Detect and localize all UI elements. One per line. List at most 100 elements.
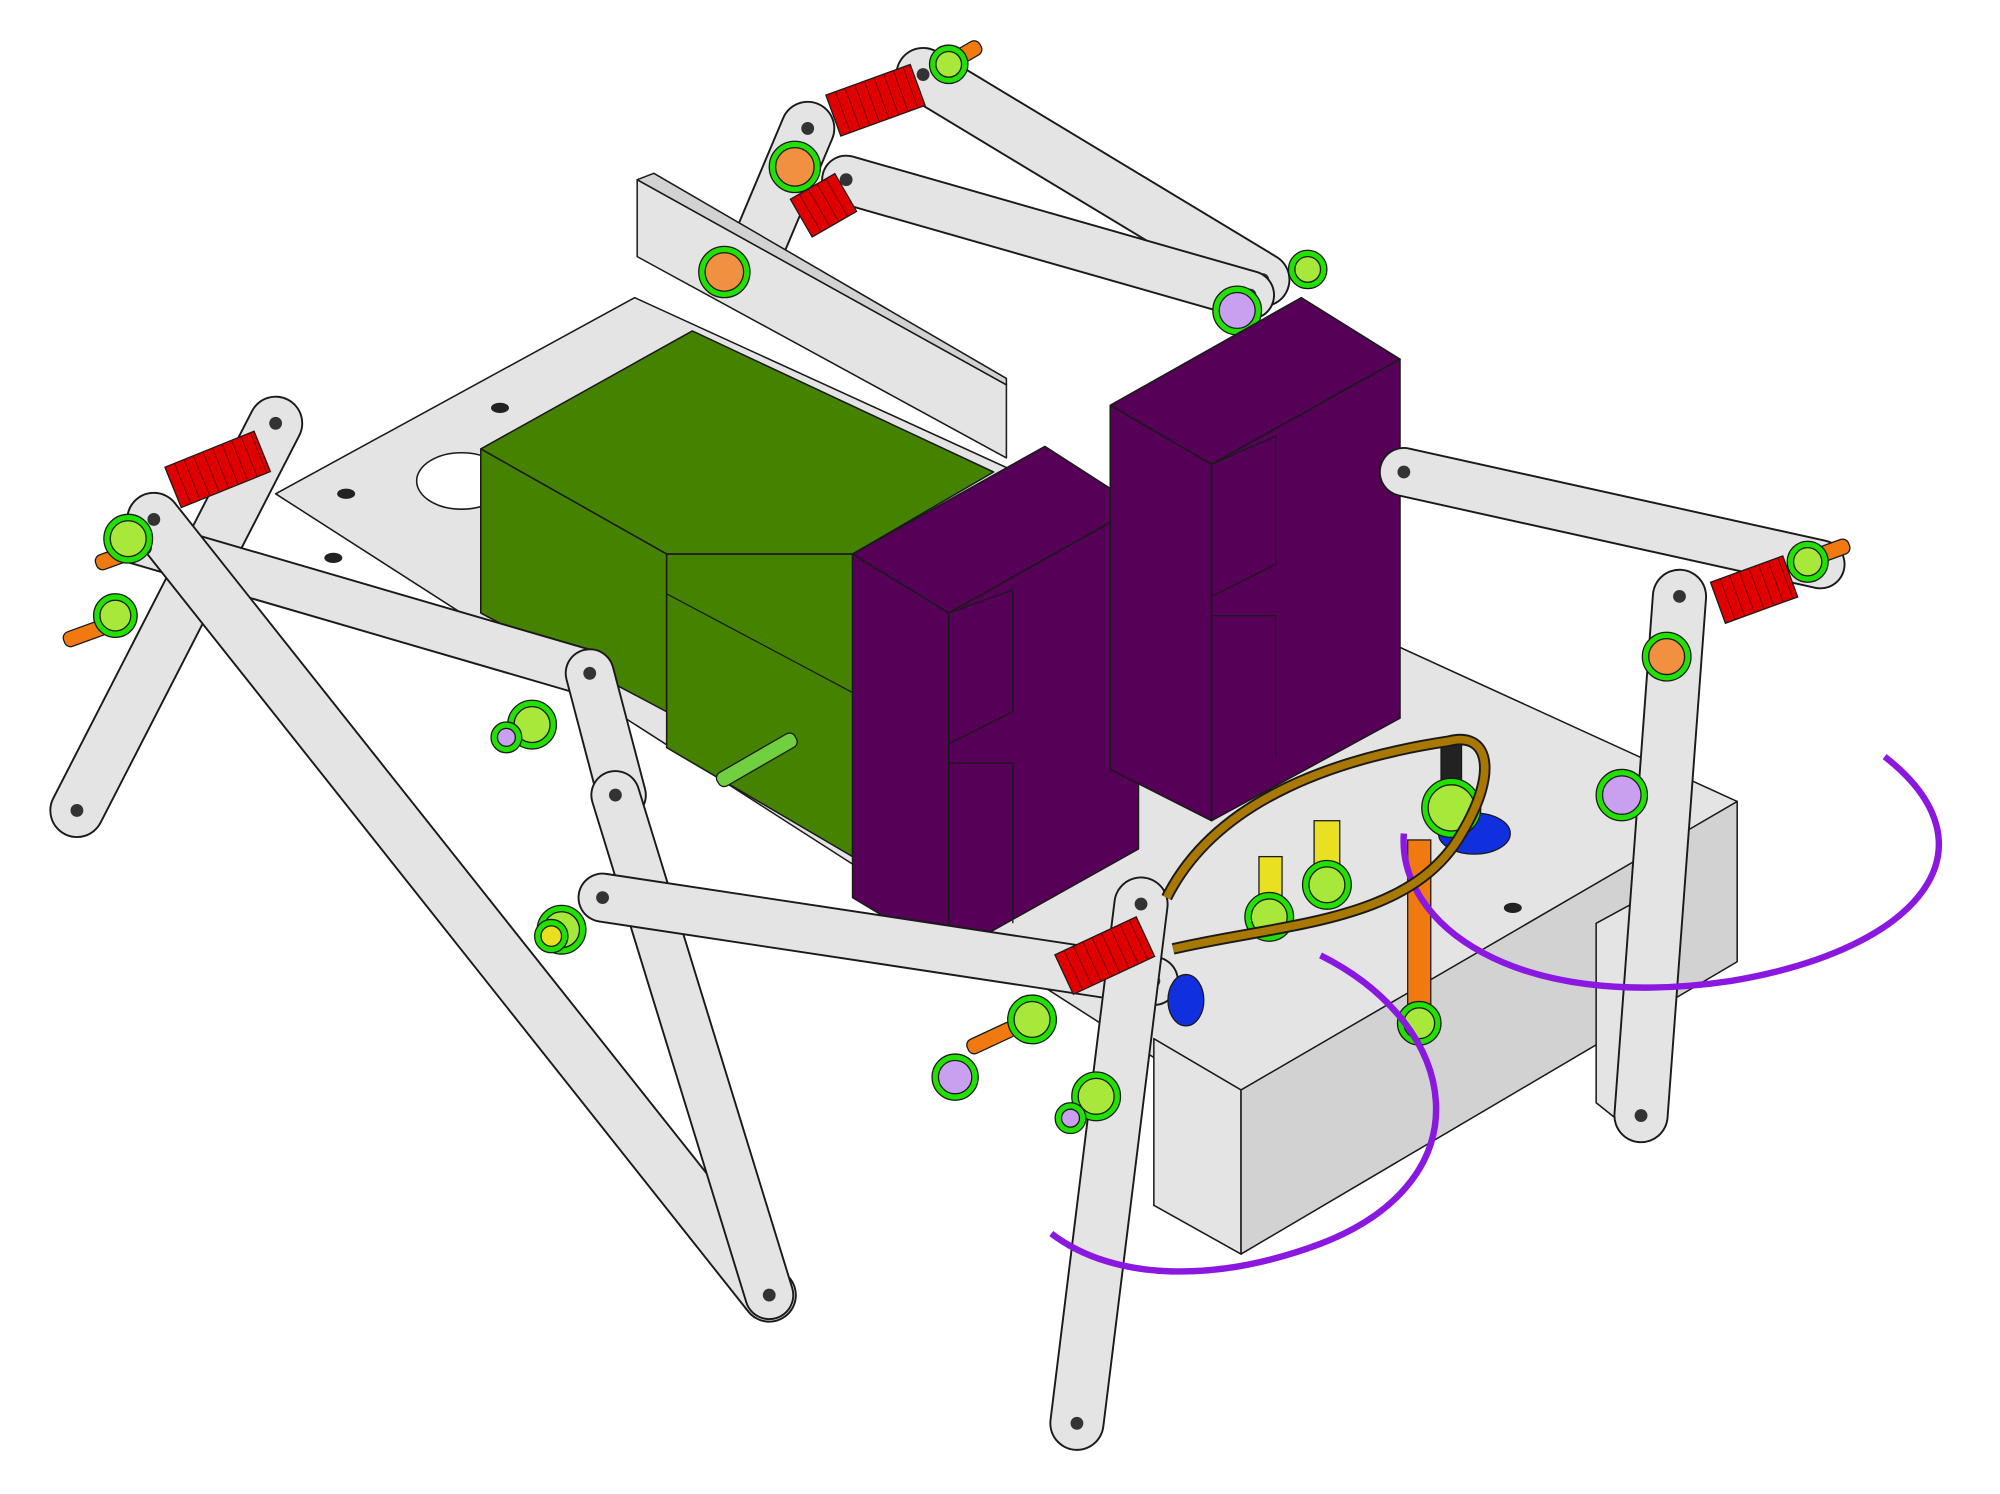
spacer-groove [183,459,201,501]
hole [70,804,84,817]
hole [596,891,609,905]
mount-hole [324,552,343,564]
spacer-groove [798,193,822,233]
nut [1294,255,1322,283]
front-parts [49,395,1943,1451]
screw-head [1601,775,1642,815]
hole [608,788,622,802]
red-spacer [825,63,926,137]
spacer-groove [854,84,871,126]
spacer-groove [250,432,268,474]
hole [839,173,853,187]
spacer-groove [892,70,909,112]
nut [1308,866,1346,904]
purple-servo-1-front [851,553,950,957]
right-back-link [1378,447,1846,590]
spacer-groove [902,66,919,109]
screw-head [937,1059,973,1095]
purple-wire [1049,952,1440,1275]
front-right-leg [1049,876,1169,1451]
spacer-groove [825,178,849,217]
hole [801,122,815,135]
spacer-groove [807,188,831,228]
nut [109,520,147,558]
spacer-groove [844,87,861,130]
screw-head [1648,638,1686,676]
back-upright-plate-edge [636,172,1008,386]
hole [1134,897,1148,911]
red-spacer [1709,555,1799,625]
spacer-groove [211,447,230,489]
nut [1792,547,1823,577]
hole [762,1288,776,1302]
pin-end [1060,1108,1081,1128]
spacer-groove [873,77,890,119]
green-servo-seam [666,593,853,694]
screw-head [1218,291,1256,330]
right-leg [1613,568,1708,1144]
mount-hole [337,488,356,499]
green-servo-side [665,553,854,858]
servos [480,296,1401,957]
purple-servo-2-side [1210,358,1401,822]
spacer-groove [816,183,840,222]
hole [916,68,930,81]
spacer-groove [1128,919,1149,960]
spacer-groove [835,91,851,133]
spacer-groove [1729,575,1746,617]
purple-servo-2-detail [1210,435,1277,757]
pin [715,732,798,788]
mount-hole [491,402,509,414]
spacer-groove [883,73,900,116]
spacer-groove [1100,932,1121,973]
left-front-leg-upper [49,395,304,839]
back-middle-link [821,154,1275,321]
hole [1634,1109,1648,1122]
spacer-groove [1758,564,1775,606]
purple-servo-1-side [947,505,1140,957]
hole [269,416,283,430]
spacer-groove [1719,578,1736,620]
spacer-groove [1091,937,1111,978]
mount-hole [1503,902,1522,914]
spacer-groove [1738,571,1755,613]
spacer-groove [173,463,192,504]
spacer [825,63,926,137]
nut [1013,1000,1051,1039]
spacer [164,430,272,509]
nut [1077,1077,1115,1115]
spacer-groove [1119,924,1139,965]
spacer [789,172,858,238]
spacer-groove [1073,945,1093,986]
pin-end [496,727,517,748]
pin-shaft [715,732,798,788]
nut [99,599,132,632]
spacer-groove [221,443,239,485]
hole [147,513,161,526]
hole [1673,589,1686,603]
spacer [1054,916,1156,996]
hole [583,666,597,680]
spacer-groove [1063,950,1084,991]
purple-servo-2-front [1109,404,1213,822]
red-spacer [789,172,858,238]
nut [935,50,963,78]
purple-wire [1400,754,1943,991]
brown-wire [1163,735,1489,953]
pin-end [540,925,563,948]
purple-servo-1-detail [948,589,1014,924]
back-parts [728,40,1328,336]
spacer-groove [1777,557,1794,599]
screw-head [775,147,815,187]
blue-washer [1167,973,1205,1027]
spacer-groove [1082,941,1102,982]
spacer-groove [863,80,880,123]
spacer-groove [240,436,258,478]
red-spacer [164,430,272,509]
spacer-groove [202,451,220,493]
spacer-groove [231,440,249,481]
screw-head [704,252,745,292]
spacer-groove [192,455,211,497]
spacer [1709,555,1799,625]
